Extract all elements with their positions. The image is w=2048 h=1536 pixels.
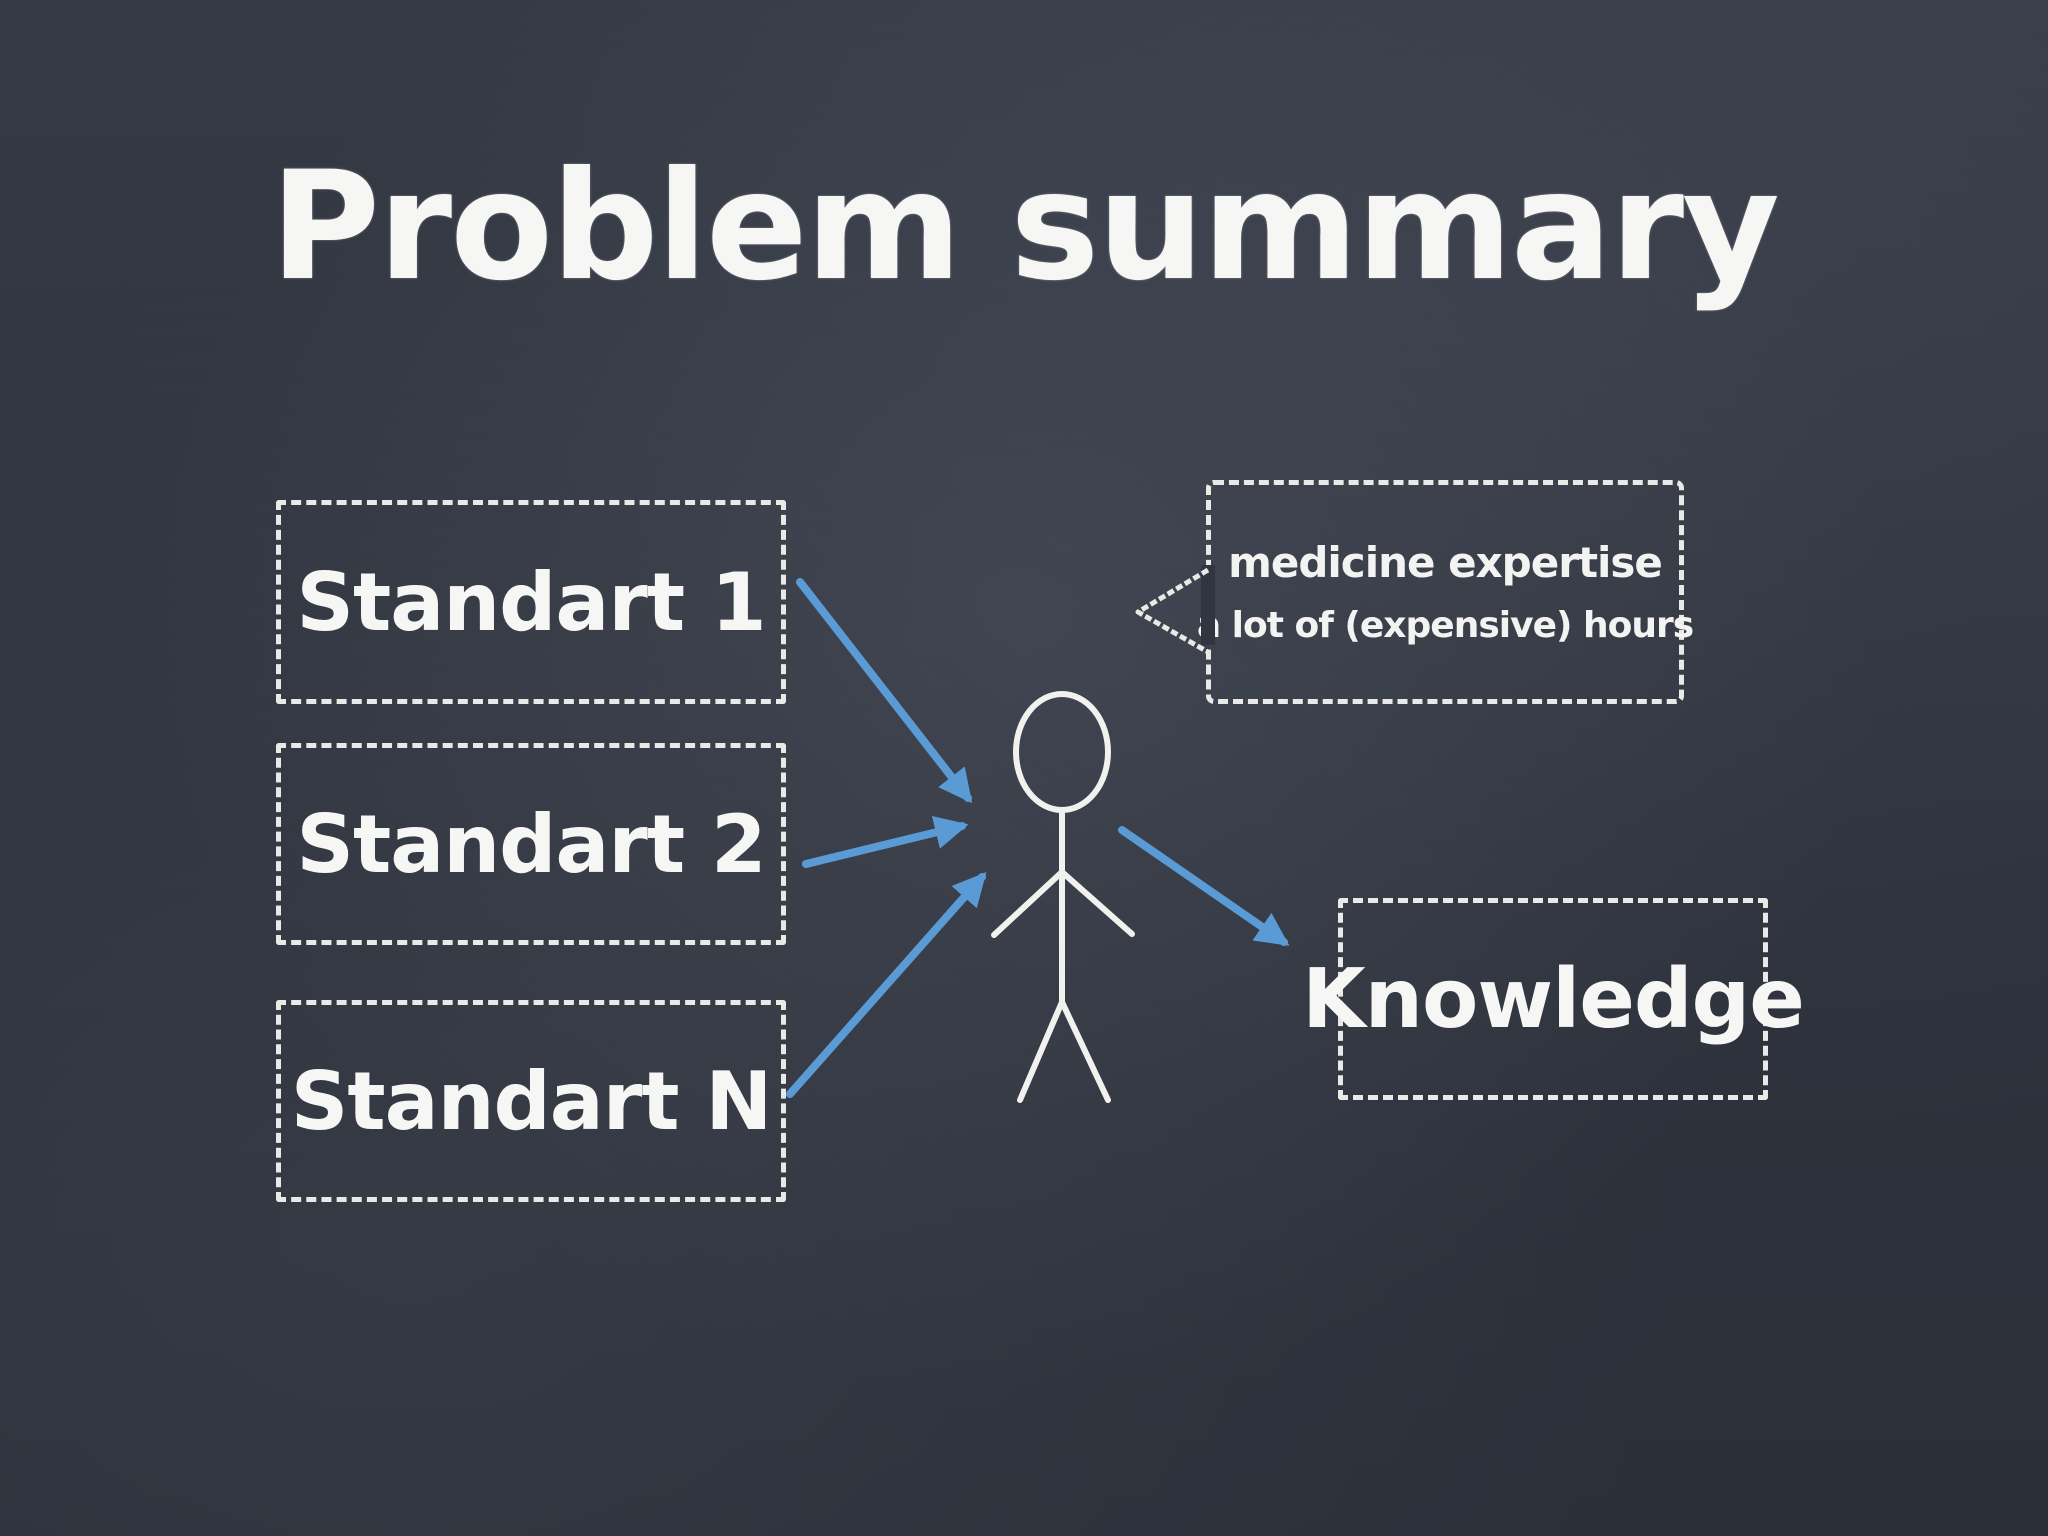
standard-box-1: Standart 1 (276, 500, 786, 704)
standard-box-2: Standart 2 (276, 743, 786, 945)
speech-bubble-tail (1135, 565, 1215, 655)
arrow-standard-2 (802, 816, 969, 868)
arrow-standard-n (786, 871, 987, 1098)
arrow-to-knowledge (1118, 826, 1290, 946)
knowledge-box: Knowledge (1302, 898, 1805, 1100)
standard-box-n: Standart N (276, 1000, 786, 1202)
person-leg-left (1017, 999, 1065, 1103)
person-arm-right (1059, 869, 1135, 937)
person-leg-right (1059, 999, 1111, 1103)
standard-label-1: Standart 1 (296, 555, 766, 649)
standard-label-2: Standart 2 (296, 797, 766, 891)
person-head (1013, 691, 1111, 813)
speech-line-hours: a lot of (expensive) hours (1196, 605, 1694, 646)
arrow-standard-1 (796, 578, 973, 804)
person-figure-icon (991, 691, 1135, 1103)
knowledge-label: Knowledge (1302, 951, 1805, 1047)
slide-title: Problem summary (270, 140, 1780, 314)
standard-label-n: Standart N (290, 1054, 773, 1148)
person-arm-left (991, 869, 1065, 938)
speech-line-expertise: medicine expertise (1228, 538, 1663, 587)
